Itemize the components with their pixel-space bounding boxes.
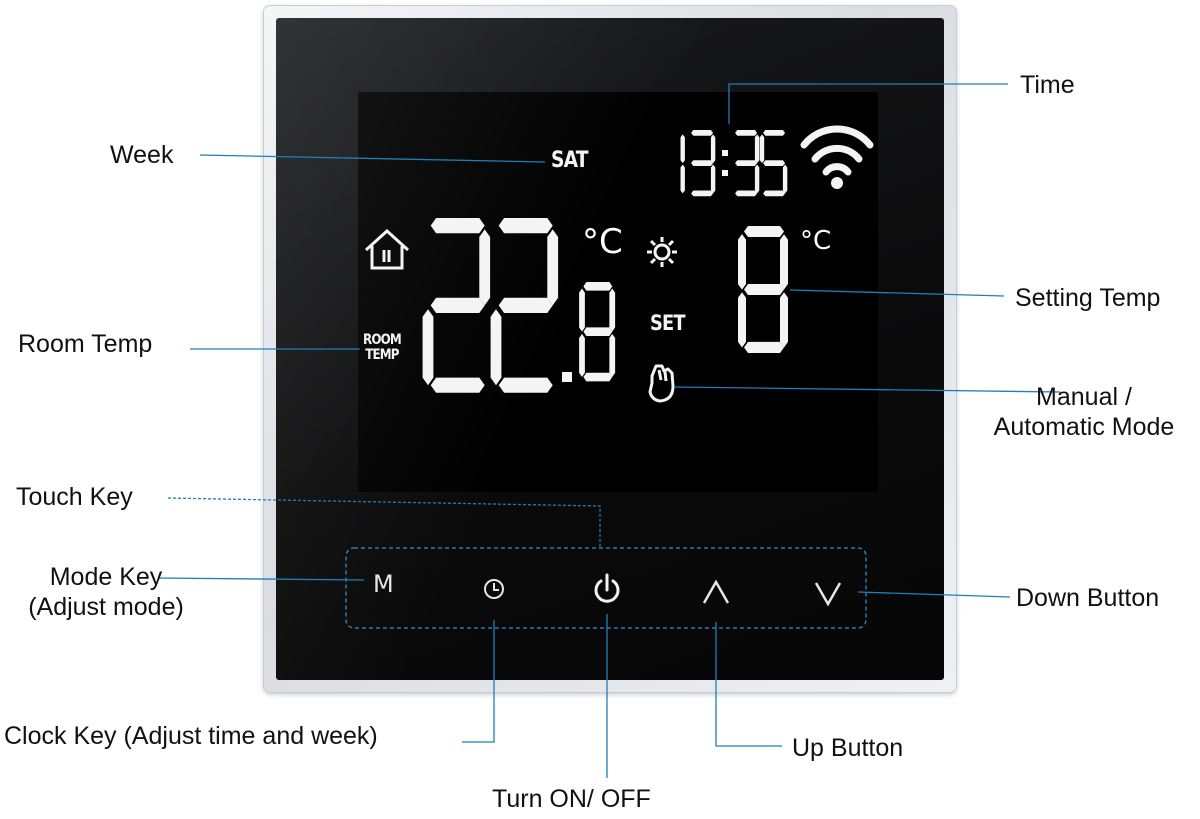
touch-key-callout-line — [167, 497, 601, 548]
mode-key-label-line1: Mode Key — [49, 563, 163, 591]
hand-icon — [648, 364, 675, 403]
mode-callout-line — [673, 386, 1061, 393]
manual-automatic-mode-label: Manual / Automatic Mode — [973, 382, 1195, 442]
week-label: Week — [110, 141, 174, 169]
manual-automatic-mode-line2: Automatic Mode — [993, 413, 1175, 441]
mode-key-callout-line — [157, 577, 365, 581]
sun-icon — [647, 237, 677, 267]
setting-temp-callout-line — [789, 289, 1005, 297]
clock-key-callout-line — [462, 620, 495, 743]
room-temp-callout-label: Room Temp — [18, 330, 153, 358]
room-temp-unit: °C — [582, 222, 623, 262]
room-temp-label-line1: ROOM — [363, 332, 402, 348]
time-callout-line — [728, 83, 1008, 124]
set-label: SET — [650, 311, 686, 335]
down-button-callout-line — [857, 591, 1011, 598]
setting-temp-unit: °C — [800, 226, 832, 256]
clock-key-label: Clock Key (Adjust time and week) — [4, 722, 378, 750]
turn-on-off-label: Turn ON/ OFF — [492, 785, 651, 813]
time-display — [680, 130, 788, 197]
setting-temp-label: Setting Temp — [1015, 284, 1161, 312]
down-button-label: Down Button — [1016, 584, 1160, 612]
up-button-label: Up Button — [792, 734, 904, 762]
lcd-display-area — [358, 92, 878, 492]
week-callout-line — [199, 154, 546, 163]
room-temp-label-line2: TEMP — [365, 347, 399, 363]
manual-automatic-mode-line1: Manual / — [1036, 383, 1132, 411]
time-label: Time — [1020, 71, 1075, 99]
home-icon — [364, 228, 410, 270]
week-indicator: SAT — [551, 148, 589, 173]
touch-key-label: Touch Key — [16, 483, 133, 511]
room-temp-label: ROOM TEMP — [363, 332, 402, 363]
mode-key-label: Mode Key (Adjust mode) — [6, 562, 206, 622]
wifi-dot — [831, 177, 843, 189]
room-temp-display — [422, 218, 616, 393]
mode-key-label-line2: (Adjust mode) — [28, 593, 184, 621]
up-button-callout-line — [715, 622, 782, 747]
wifi-icon — [800, 125, 874, 176]
